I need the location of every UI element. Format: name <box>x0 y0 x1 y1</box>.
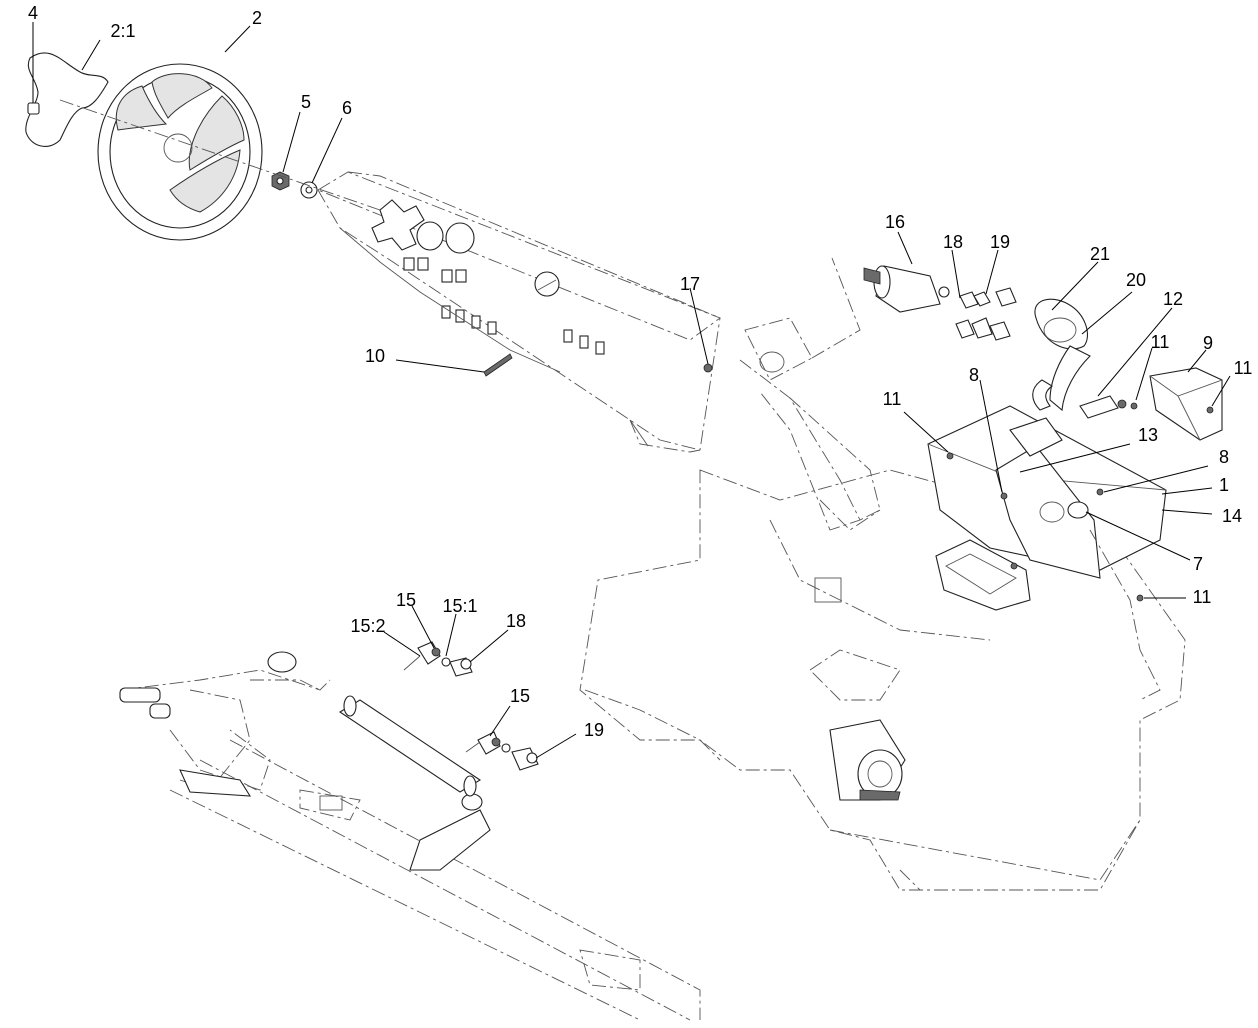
front-axle <box>119 651 491 871</box>
steering-axis-line <box>59 99 381 211</box>
callout-10: 10 <box>365 346 385 366</box>
callout-11-right-top: 11 <box>1151 332 1170 352</box>
callout-2: 2 <box>252 8 262 28</box>
steering-column <box>739 257 881 531</box>
hose-fitting-19-lower[interactable] <box>511 747 539 771</box>
callout-21: 21 <box>1090 244 1110 264</box>
callout-15-2: 15:2 <box>350 616 385 636</box>
pedal-link[interactable] <box>1079 395 1127 419</box>
callout-17: 17 <box>680 274 700 294</box>
callout-15-top: 15 <box>396 590 416 610</box>
o-ring-upper[interactable] <box>441 657 451 667</box>
pump-motor <box>829 719 906 801</box>
callout-5: 5 <box>301 92 311 112</box>
callout-1: 1 <box>1219 475 1229 495</box>
callout-11-far-right: 11 <box>1234 358 1253 378</box>
callout-19-bottom: 19 <box>584 720 604 740</box>
pedal-bracket[interactable] <box>927 405 1167 579</box>
callout-12: 12 <box>1163 289 1183 309</box>
cover-plate[interactable] <box>1149 367 1223 441</box>
callout-14: 14 <box>1222 506 1242 526</box>
callout-20: 20 <box>1126 270 1146 290</box>
callout-7: 7 <box>1193 554 1203 574</box>
callout-8-right: 8 <box>1219 447 1229 467</box>
callout-15-1: 15:1 <box>442 596 477 616</box>
callout-18-bottom: 18 <box>506 611 526 631</box>
frame-rail <box>169 739 701 1021</box>
callout-11-left: 11 <box>883 389 902 409</box>
pedal[interactable] <box>1034 298 1091 412</box>
callout-labels: 4 2:1 2 5 6 16 18 19 21 20 12 17 10 11 9… <box>28 3 1252 740</box>
callout-15-bottom: 15 <box>510 686 530 706</box>
callout-6: 6 <box>342 98 352 118</box>
callout-13: 13 <box>1138 425 1158 445</box>
pedal-pad[interactable] <box>935 539 1031 611</box>
dash-panel <box>316 171 721 453</box>
callout-4: 4 <box>28 3 38 23</box>
pedal-rod[interactable] <box>1032 379 1053 411</box>
callout-19-top: 19 <box>990 232 1010 252</box>
washer[interactable] <box>300 181 318 199</box>
elbow-fitting-upper[interactable] <box>417 641 441 665</box>
steering-valve[interactable] <box>863 265 950 313</box>
callout-9: 9 <box>1203 333 1213 353</box>
callout-2-1: 2:1 <box>110 21 135 41</box>
hardware-bolts[interactable] <box>483 353 1214 602</box>
o-ring-lower[interactable] <box>501 743 511 753</box>
hex-nut[interactable] <box>271 171 290 191</box>
callout-11-bottom: 11 <box>1193 587 1212 607</box>
fittings-18-19-upper[interactable] <box>955 287 1017 341</box>
steering-wheel[interactable] <box>97 63 263 241</box>
callout-16: 16 <box>885 212 905 232</box>
hose-fitting-18-lower[interactable] <box>449 657 473 677</box>
cap-button[interactable] <box>27 102 40 115</box>
steering-cylinder[interactable] <box>338 695 482 797</box>
brake-bracket-arm <box>1089 529 1161 701</box>
steering-wheel-cap[interactable] <box>25 52 109 147</box>
elbow-fitting-lower[interactable] <box>477 731 501 755</box>
callout-8-left: 8 <box>969 365 979 385</box>
leader-lines <box>32 22 1231 759</box>
floor-pan <box>579 469 1186 891</box>
callout-18-top: 18 <box>943 232 963 252</box>
